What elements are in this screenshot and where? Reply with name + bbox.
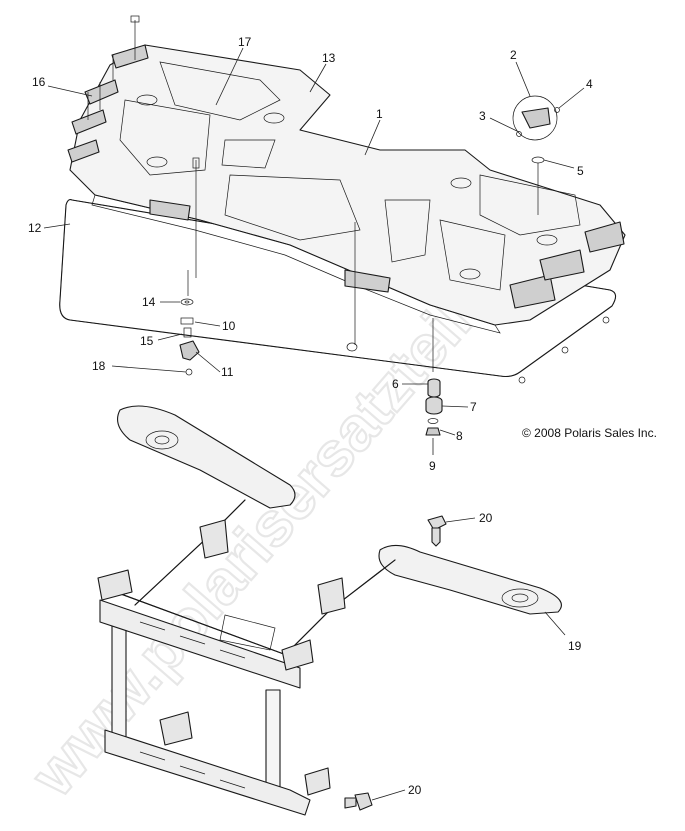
callout-3: 3 bbox=[479, 109, 486, 123]
copyright-notice: © 2008 Polaris Sales Inc. bbox=[522, 426, 657, 440]
rack-assembly bbox=[59, 15, 626, 436]
rack-cutout bbox=[224, 174, 361, 241]
callout-13: 13 bbox=[322, 51, 336, 65]
callout-6: 6 bbox=[392, 377, 399, 391]
leader-lines bbox=[43, 47, 585, 801]
callout-17: 17 bbox=[238, 35, 252, 49]
callout-4: 4 bbox=[586, 77, 593, 91]
callout-5: 5 bbox=[577, 164, 584, 178]
callout-14: 14 bbox=[142, 295, 156, 309]
rack-cutout bbox=[159, 61, 281, 121]
bolt-17 bbox=[192, 157, 200, 278]
rack-cutout bbox=[221, 139, 276, 169]
callout-2: 2 bbox=[510, 48, 517, 62]
rack-cutout bbox=[479, 174, 581, 236]
callout-8: 8 bbox=[456, 429, 463, 443]
rack-cutout bbox=[384, 199, 431, 263]
callout-labels: 1 2 3 4 5 6 7 8 9 10 11 12 13 14 15 16 1… bbox=[28, 35, 593, 797]
hardware-stack-left bbox=[179, 298, 200, 376]
rack-cutout bbox=[439, 219, 506, 291]
callout-16: 16 bbox=[32, 75, 46, 89]
callout-20-top: 20 bbox=[479, 511, 493, 525]
callout-18: 18 bbox=[92, 359, 106, 373]
bolt-20-bottom bbox=[344, 792, 373, 811]
right-arm bbox=[378, 544, 562, 615]
rack-cutout bbox=[119, 99, 211, 176]
callout-7: 7 bbox=[470, 400, 477, 414]
callout-20-bottom: 20 bbox=[408, 783, 422, 797]
callout-19: 19 bbox=[568, 639, 582, 653]
hardware-stack-right bbox=[425, 378, 443, 436]
bolt-16 bbox=[87, 15, 140, 120]
callout-1: 1 bbox=[376, 107, 383, 121]
callout-12: 12 bbox=[28, 221, 42, 235]
bolt-20-top bbox=[427, 515, 447, 547]
callout-11: 11 bbox=[221, 365, 234, 379]
callout-9: 9 bbox=[429, 459, 436, 473]
callout-10: 10 bbox=[222, 319, 236, 333]
bracket-assembly bbox=[97, 405, 562, 816]
callout-15: 15 bbox=[140, 334, 154, 348]
left-arm bbox=[117, 405, 296, 509]
